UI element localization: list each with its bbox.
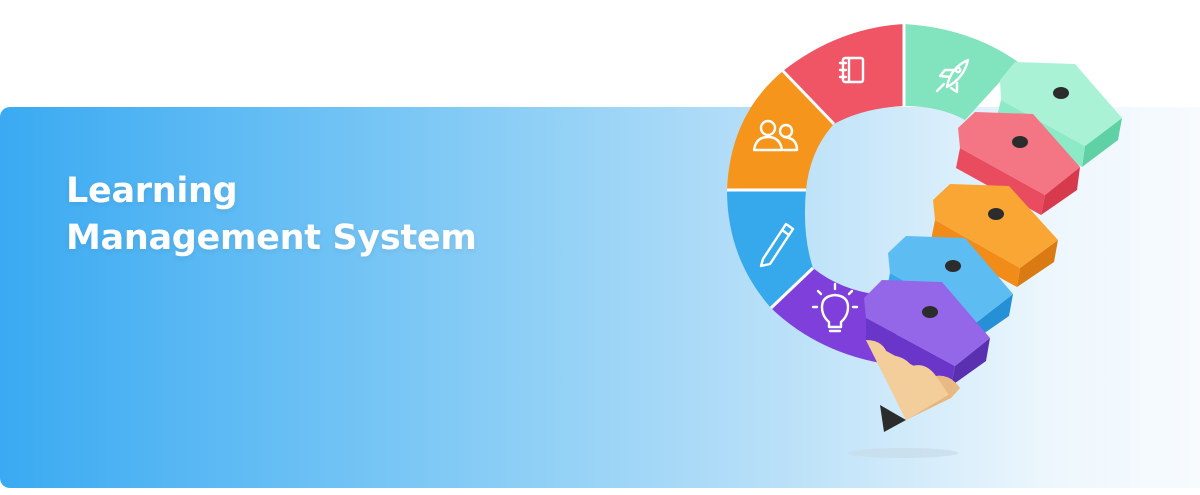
notebook-icon bbox=[838, 56, 865, 84]
title-line-1: Learning bbox=[66, 171, 238, 211]
rocket-icon bbox=[935, 58, 970, 94]
ring-segment-green bbox=[904, 24, 1018, 120]
pencil-lead bbox=[880, 405, 906, 432]
pencil-body-red bbox=[956, 112, 1080, 215]
page-title: Learning Management System bbox=[66, 168, 477, 262]
bulb-icon bbox=[811, 282, 859, 333]
users-icon bbox=[752, 119, 799, 152]
pencil-icon bbox=[759, 222, 795, 268]
title-line-2: Management System bbox=[66, 218, 477, 258]
pencil-purple-with-tip bbox=[864, 280, 990, 432]
ground-shadow bbox=[848, 448, 958, 458]
segment-dividers bbox=[727, 24, 906, 310]
